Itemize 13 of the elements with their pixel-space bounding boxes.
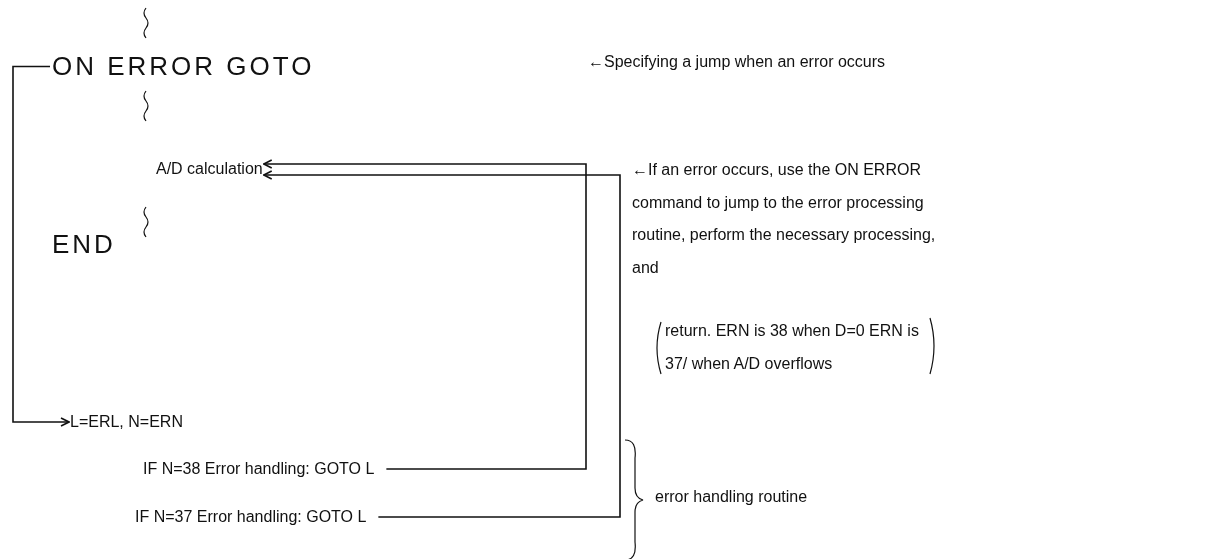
code-line: L=ERL, N=ERN	[70, 413, 183, 431]
note-text: ←Specifying a jump when an error occurs	[588, 52, 887, 72]
note-text: error handling routine	[655, 487, 809, 507]
code-line: IF N=37 Error handling: GOTO L	[135, 508, 367, 526]
arrow	[262, 159, 587, 470]
arrow	[262, 170, 621, 518]
note-text: ←If an error occurs, use the ON ERROR command to jump to the error processing routine, perform the necessary processing, and	[632, 160, 937, 278]
note-text: return. ERN is 38 when D=0 ERN is 37/ when A/D overflows	[665, 321, 920, 374]
code-line: ON ERROR GOTO	[52, 51, 315, 82]
code-line: END	[52, 229, 116, 260]
arrow	[12, 65, 70, 427]
code-line: IF N=38 Error handling: GOTO L	[143, 460, 375, 478]
code-line: A/D calculation	[156, 160, 263, 178]
